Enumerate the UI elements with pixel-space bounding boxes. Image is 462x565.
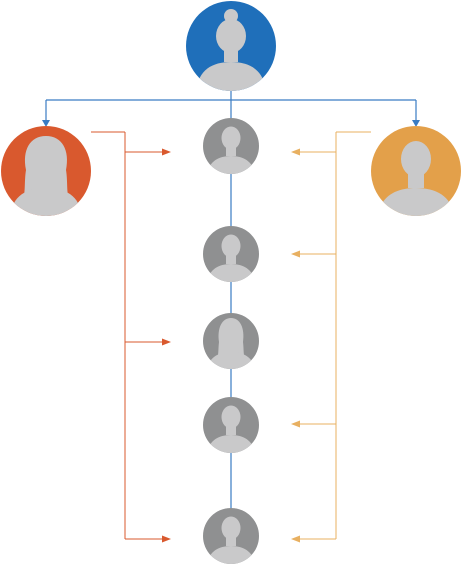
- male-silhouette-icon: [378, 141, 454, 216]
- member-avatar-1: [203, 118, 259, 174]
- male-silhouette-icon: [207, 405, 255, 453]
- left-to-member-5-arrow: [162, 535, 171, 543]
- right-person-avatar: [371, 126, 461, 216]
- left-person-avatar: [1, 126, 91, 216]
- left-to-member-3-arrow: [162, 338, 171, 346]
- connector-lines: [42, 91, 420, 543]
- hub-to-right-arrow: [412, 120, 420, 127]
- hub-to-left-arrow: [42, 120, 50, 127]
- member-avatar-3: [203, 313, 259, 369]
- right-to-member-2-arrow: [291, 250, 300, 258]
- male-silhouette-icon: [207, 126, 255, 174]
- left-to-member-1-arrow: [162, 148, 171, 156]
- member-avatar-4: [203, 397, 259, 453]
- female-bun-silhouette-icon: [196, 9, 266, 91]
- female-longhair-silhouette-icon: [10, 136, 82, 216]
- right-to-member-1-arrow: [291, 148, 300, 156]
- member-avatar-2: [203, 226, 259, 282]
- member-avatar-5: [203, 508, 259, 564]
- male-silhouette-icon: [207, 234, 255, 282]
- male-silhouette-icon: [207, 516, 255, 564]
- right-to-member-5-arrow: [291, 535, 300, 543]
- right-to-member-4-arrow: [291, 420, 300, 428]
- female-silhouette-icon: [207, 318, 255, 369]
- top-person-avatar: [186, 1, 276, 91]
